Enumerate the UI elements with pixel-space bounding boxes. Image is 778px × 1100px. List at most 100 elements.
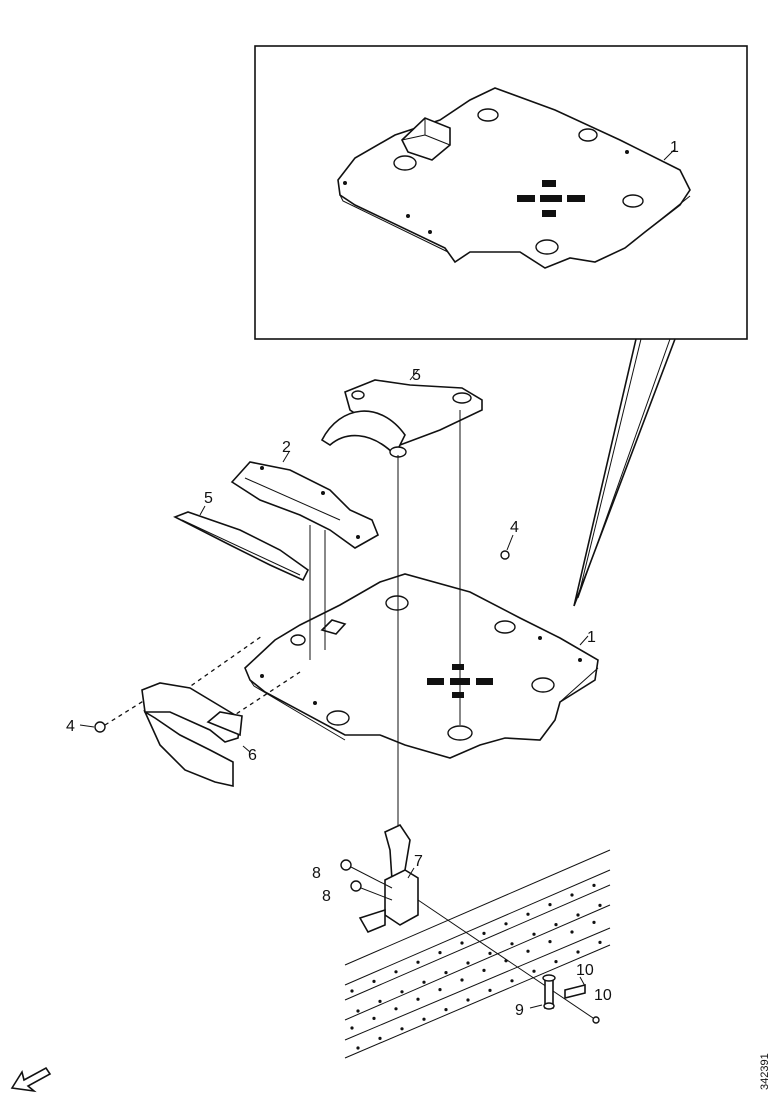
rail-hole — [416, 997, 420, 1001]
rail-hole — [350, 989, 354, 993]
top-bracket-arch — [320, 410, 406, 457]
top-bracket-hole — [452, 392, 472, 404]
cross-member-hole — [260, 466, 264, 470]
rail-holes — [350, 883, 602, 1050]
rail-hole — [488, 988, 492, 993]
rail-hole — [460, 978, 464, 982]
callout-nut-left: 4 — [66, 718, 75, 735]
left-bracket-edge — [181, 519, 301, 576]
callout-bracket-left: 5 — [204, 490, 213, 507]
inset-hole — [625, 150, 629, 154]
inset-hole — [343, 181, 347, 185]
rail-hole — [438, 951, 442, 955]
rail-hole — [438, 988, 442, 992]
rail-hole — [372, 1016, 376, 1021]
rail-hole — [592, 920, 596, 925]
rail-hole — [554, 923, 558, 927]
front-bracket-face — [143, 709, 234, 787]
rail-hole — [570, 893, 574, 897]
callout-leader — [579, 976, 586, 987]
inset-frame — [254, 45, 748, 340]
rail-edge — [344, 849, 611, 966]
main-pad — [494, 620, 516, 634]
rail-edge — [344, 884, 611, 1001]
frame-rail — [344, 849, 611, 1059]
top-bracket: 5 — [320, 367, 483, 458]
callout-clip-upper: 10 — [576, 962, 594, 979]
rail-edge — [344, 869, 611, 986]
mount-foot — [358, 908, 386, 934]
rail-hole — [466, 961, 470, 965]
rail-hole — [350, 1026, 354, 1030]
callout-leader — [409, 369, 419, 381]
clip-nut-icon — [592, 1016, 600, 1024]
main-hole — [578, 658, 582, 662]
rail-hole — [394, 970, 398, 974]
bolt-nut — [543, 1002, 555, 1010]
callout-leader — [407, 867, 415, 879]
rail-hole — [526, 949, 530, 953]
rail-hole — [378, 1036, 382, 1040]
rail-hole — [378, 999, 382, 1004]
mount-assembly: 7 8 8 — [312, 823, 423, 934]
main-plate-edge — [249, 679, 346, 741]
rail-hole — [488, 951, 492, 956]
callout-bolt: 9 — [515, 1002, 524, 1019]
main-hole — [260, 674, 264, 678]
rail-hole — [510, 942, 514, 946]
assembly-lines — [184, 410, 461, 830]
nut-icon — [500, 550, 510, 560]
main-hole — [538, 636, 542, 640]
left-bracket: 5 — [173, 490, 310, 582]
callout-leader — [663, 149, 675, 161]
washer-icon — [340, 859, 352, 871]
nut-right: 4 — [500, 519, 519, 560]
inset-hole — [428, 230, 432, 234]
assembly-line — [350, 866, 393, 889]
main-plate: 1 — [244, 573, 599, 759]
rail-hole — [444, 971, 448, 975]
rail-hole — [532, 932, 536, 936]
rail-hole — [400, 1027, 404, 1031]
inset-detail: 1 — [254, 45, 748, 607]
rail-hole — [592, 883, 596, 888]
inset-raised-block-edges — [401, 118, 451, 146]
rail-hole — [400, 990, 404, 994]
rail-hole — [466, 998, 470, 1002]
nut-left: 4 — [66, 699, 146, 735]
rail-hole — [482, 968, 486, 973]
main-plate-edge-2 — [559, 667, 599, 703]
inset-pad — [622, 194, 644, 208]
callout-plate-inset: 1 — [670, 139, 679, 156]
rail-hole — [482, 931, 486, 936]
rail-hole — [570, 930, 574, 934]
main-plate-raised — [320, 619, 347, 635]
rail-hole — [504, 922, 508, 926]
rail-hole — [416, 960, 420, 964]
clip-icon — [564, 983, 586, 1000]
rail-hole — [554, 960, 558, 964]
rail-hole — [422, 1017, 426, 1021]
forward-arrow-icon — [10, 1066, 52, 1093]
main-pad — [531, 677, 555, 693]
rail-hole — [444, 1008, 448, 1012]
callout-mount: 7 — [414, 853, 423, 870]
inset-leader-inner — [577, 338, 671, 599]
mount-body — [384, 869, 419, 926]
main-pad — [326, 710, 350, 726]
callout-nut-right: 4 — [510, 519, 519, 536]
rail-edge — [344, 904, 611, 1021]
callout-plate-main: 1 — [587, 629, 596, 646]
rail-hole — [356, 1046, 360, 1050]
assembly-line — [104, 699, 146, 726]
callout-clip-lower: 10 — [594, 987, 612, 1004]
callout-washer-b: 8 — [322, 888, 331, 905]
rail-hole — [394, 1007, 398, 1011]
inset-hole — [406, 214, 410, 218]
rail-hole — [548, 940, 552, 944]
inset-plate-edge-2 — [644, 195, 691, 233]
callout-front-bracket: 6 — [248, 747, 257, 764]
inset-pad — [393, 155, 417, 171]
top-bracket-hole — [351, 390, 365, 400]
